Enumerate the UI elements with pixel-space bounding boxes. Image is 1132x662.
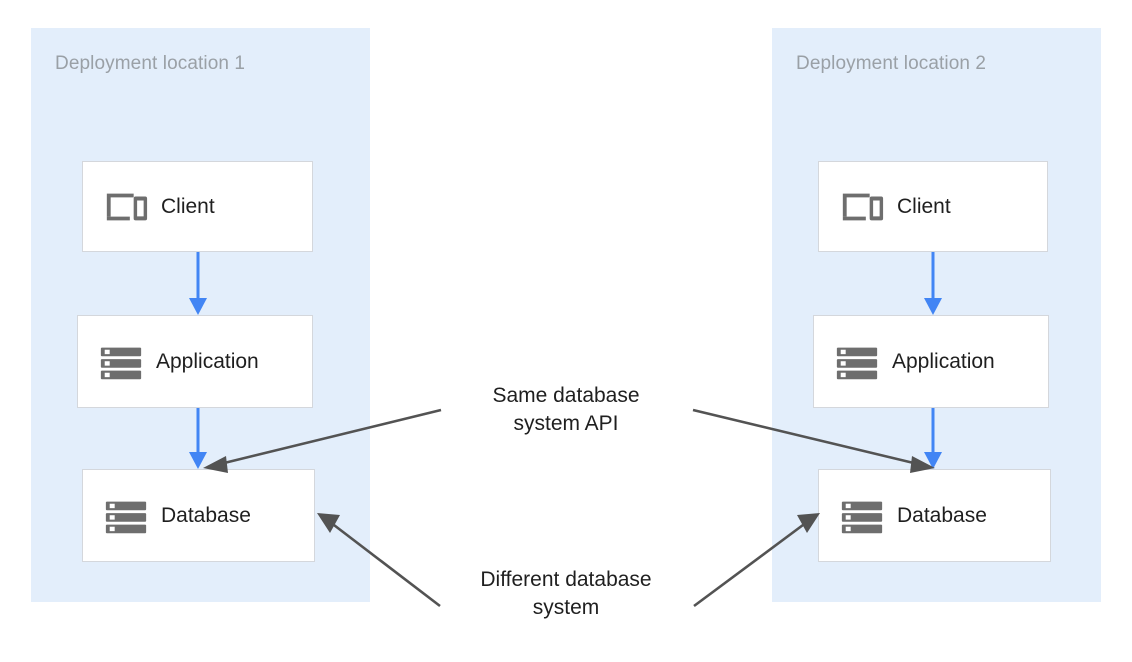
node-application-2[interactable]: Application — [813, 315, 1049, 408]
zone-1-label: Deployment location 1 — [55, 53, 246, 74]
annotation-same-database-system-api: Same database system API — [492, 384, 640, 435]
storage-icon — [100, 347, 142, 379]
node-client-2-label: Client — [897, 195, 951, 218]
storage-icon — [841, 501, 883, 533]
storage-icon — [105, 501, 147, 533]
node-client-1-label: Client — [161, 195, 215, 218]
storage-icon — [836, 347, 878, 379]
node-database-2-label: Database — [897, 504, 987, 527]
node-application-1[interactable]: Application — [77, 315, 313, 408]
node-application-1-label: Application — [156, 350, 259, 373]
annotation-different-database-system: Different database system — [480, 568, 652, 619]
node-client-2[interactable]: Client — [818, 161, 1048, 252]
devices-icon — [842, 193, 884, 220]
node-client-1[interactable]: Client — [82, 161, 313, 252]
zone-2-label: Deployment location 2 — [796, 53, 987, 74]
node-application-2-label: Application — [892, 350, 995, 373]
node-database-2[interactable]: Database — [818, 469, 1051, 562]
node-database-1-label: Database — [161, 504, 251, 527]
devices-icon — [106, 193, 148, 220]
node-database-1[interactable]: Database — [82, 469, 315, 562]
